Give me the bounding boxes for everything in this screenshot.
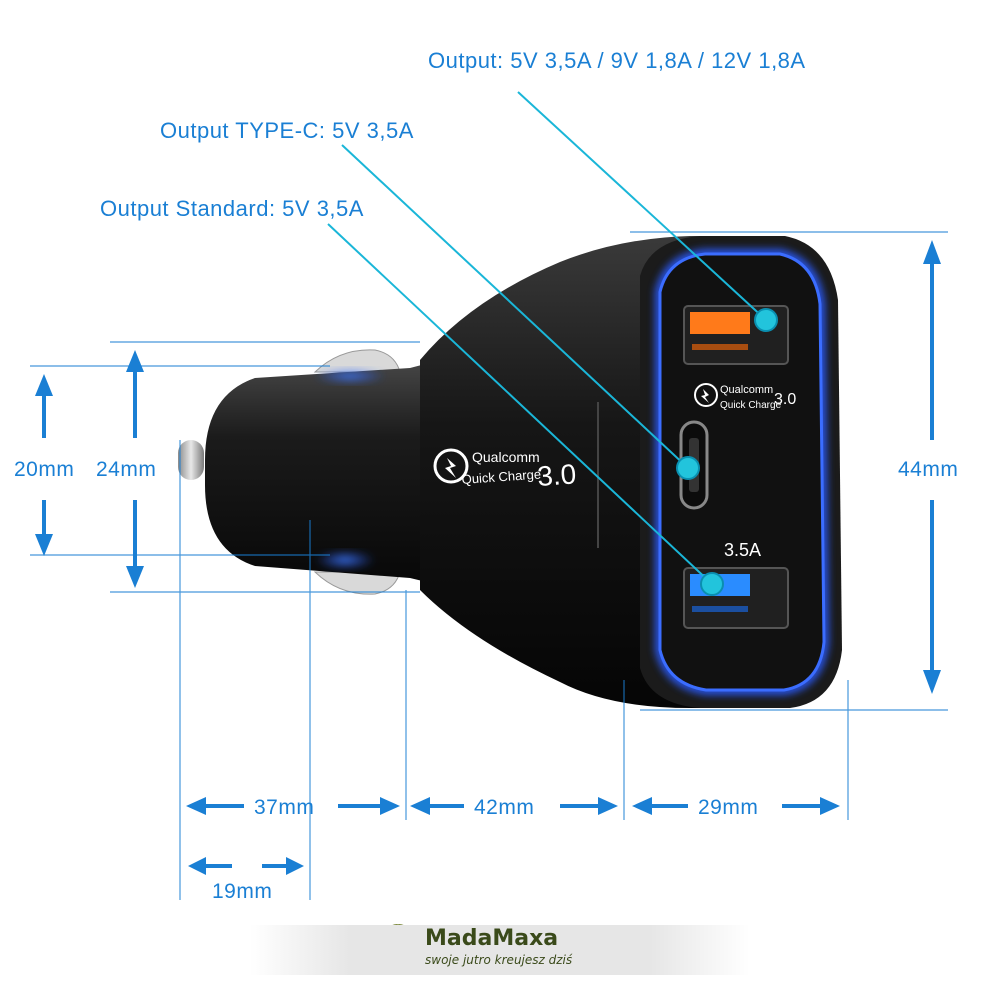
label-output-main: Output: 5V 3,5A / 9V 1,8A / 12V 1,8A xyxy=(428,48,806,73)
horizontal-dimension-arrows xyxy=(186,797,840,875)
dimension-24mm: 24mm xyxy=(96,458,157,481)
body-version: 3.0 xyxy=(536,458,577,492)
callout-lines xyxy=(327,91,767,585)
dimension-42mm: 42mm xyxy=(474,796,535,819)
port-rating: 3.5A xyxy=(724,540,761,560)
face-sub: Quick Charge xyxy=(720,400,782,411)
label-output-standard: Output Standard: 5V 3,5A xyxy=(100,196,364,221)
callout-dots xyxy=(676,308,778,596)
spring-contact-bottom xyxy=(313,571,401,595)
extension-lines xyxy=(30,231,948,900)
brand-name: MadaMaxa xyxy=(425,926,559,951)
dimension-37mm: 37mm xyxy=(254,796,315,819)
plug-barrel xyxy=(205,355,460,590)
face-version: 3.0 xyxy=(774,391,796,408)
dimension-29mm: 29mm xyxy=(698,796,759,819)
vertical-dimension-arrows xyxy=(35,240,941,694)
dimension-44mm: 44mm xyxy=(898,458,959,481)
face-brand: Qualcomm xyxy=(720,384,773,396)
brand-footer xyxy=(250,925,750,975)
body-brand: Qualcomm xyxy=(472,449,540,465)
dimension-19mm: 19mm xyxy=(212,880,273,903)
dimension-20mm: 20mm xyxy=(14,458,75,481)
spring-contact-top xyxy=(313,349,401,373)
brand-tagline: swoje jutro kreujesz dziś xyxy=(425,953,573,967)
body-sub: Quick Charge xyxy=(461,466,541,487)
plug-tip xyxy=(178,440,204,480)
label-output-typec: Output TYPE-C: 5V 3,5A xyxy=(160,118,414,143)
